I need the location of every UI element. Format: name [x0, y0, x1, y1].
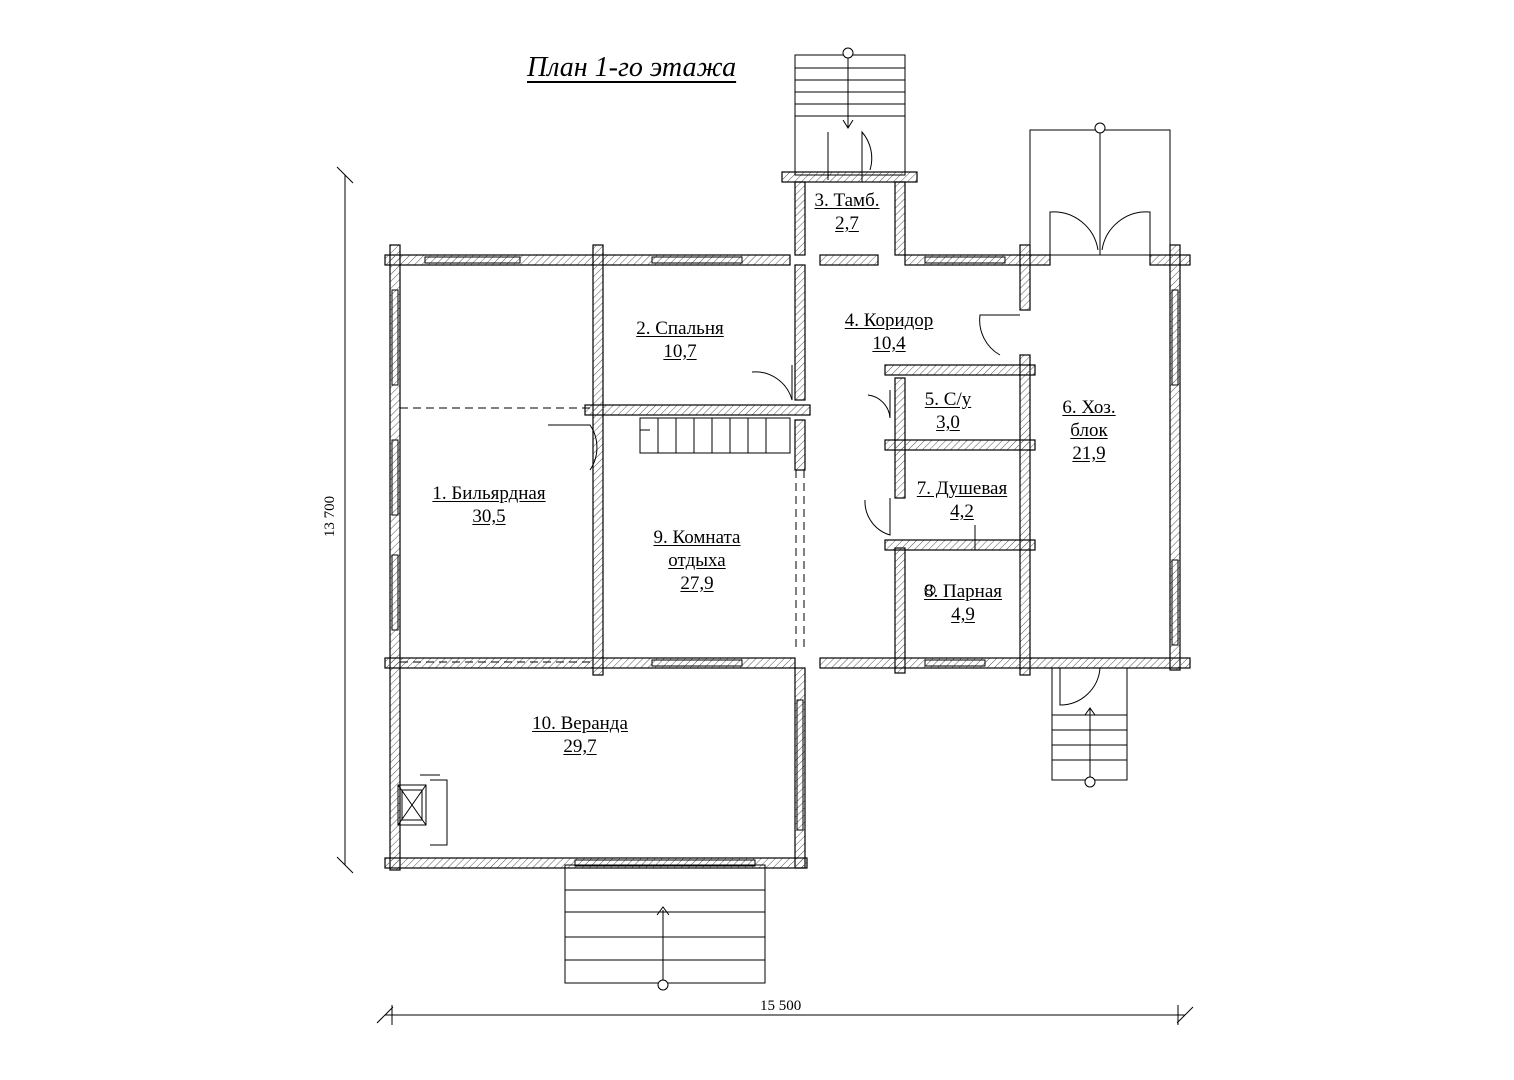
walls	[384, 171, 1191, 871]
interior-stair	[639, 417, 791, 454]
main-steps	[564, 864, 766, 991]
dimension-lines	[336, 166, 1194, 1025]
height-dimension: 13 700	[322, 495, 339, 538]
entry-porch	[794, 47, 906, 176]
plan-title: План 1-го этажа	[527, 52, 737, 83]
fireplace	[397, 584, 936, 846]
open-partitions	[400, 407, 805, 663]
windows	[391, 256, 1179, 867]
doors	[548, 130, 1101, 706]
utility-porch	[1029, 122, 1171, 256]
width-dimension: 15 500	[760, 998, 802, 1014]
side-steps	[1051, 667, 1128, 788]
room-3-label: 3. Тамб.2,7	[814, 190, 880, 234]
